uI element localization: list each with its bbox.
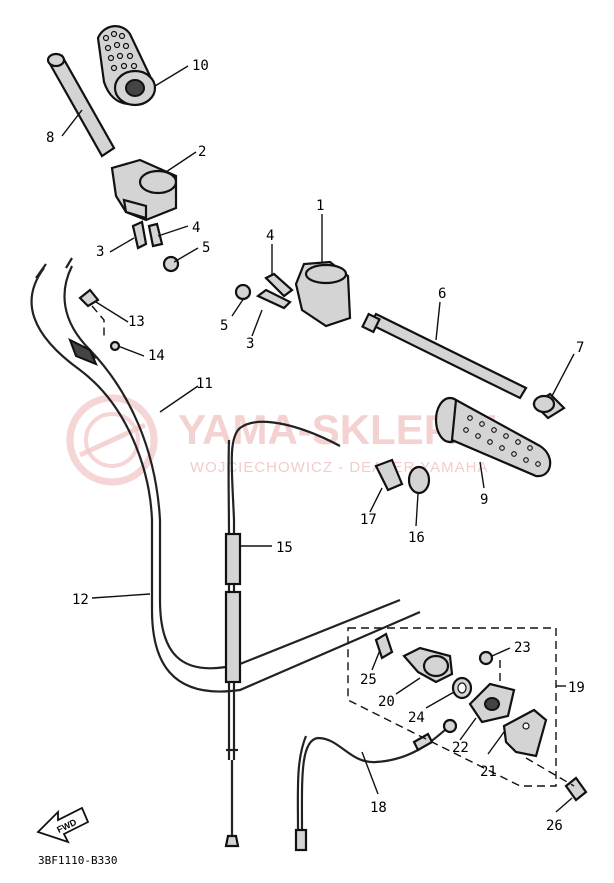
callout-3-left: 3 (96, 244, 104, 260)
washer-left-5[interactable] (162, 255, 180, 273)
callout-3-right: 3 (246, 336, 254, 352)
callout-13: 13 (128, 314, 145, 330)
callout-4-right: 4 (266, 228, 274, 244)
part-code: 3BF1110-B330 (38, 854, 117, 867)
callout-12: 12 (72, 592, 89, 608)
callout-26: 26 (546, 818, 563, 834)
callout-4-left: 4 (192, 220, 200, 236)
cable-fitting-13[interactable] (78, 288, 100, 308)
bolt-26[interactable] (564, 776, 588, 802)
washer-right-5[interactable] (234, 283, 252, 301)
switch-body-22[interactable] (468, 682, 516, 724)
callout-11: 11 (196, 376, 213, 392)
screw-14[interactable] (109, 340, 121, 352)
callout-17: 17 (360, 512, 377, 528)
bolt-25[interactable] (374, 632, 394, 660)
callout-15: 15 (276, 540, 293, 556)
callout-2: 2 (198, 144, 206, 160)
callout-24: 24 (408, 710, 425, 726)
callout-5-left: 5 (202, 240, 210, 256)
callout-23: 23 (514, 640, 531, 656)
leader-lines (61, 65, 575, 813)
left-handlebar-holder[interactable] (110, 158, 178, 222)
adjuster-nut-16[interactable] (407, 465, 431, 495)
callout-25: 25 (360, 672, 377, 688)
bar-end-weight[interactable] (532, 392, 566, 420)
throttle-cable-12[interactable] (30, 257, 421, 693)
bolt-left-4[interactable] (147, 222, 164, 248)
callout-7: 7 (576, 340, 584, 356)
callout-9: 9 (480, 492, 488, 508)
washer-24[interactable] (451, 676, 473, 700)
callout-10: 10 (192, 58, 209, 74)
callout-18: 18 (370, 800, 387, 816)
callout-14: 14 (148, 348, 165, 364)
cable-18[interactable] (294, 718, 458, 852)
assembly-19-outline (347, 627, 557, 787)
bolt-right-3[interactable] (255, 288, 292, 310)
bracket-21[interactable] (502, 708, 548, 758)
callout-6: 6 (438, 286, 446, 302)
handlebar-left-tube[interactable] (46, 52, 116, 158)
callouts: 10 8 2 3 4 5 1 4 5 3 6 7 13 14 11 9 17 1… (46, 58, 585, 834)
handlebar-grip[interactable] (434, 396, 552, 478)
callout-16: 16 (408, 530, 425, 546)
handlebar-right-tube[interactable] (361, 312, 528, 400)
watermark-subtitle: WOJCIECHOWICZ - DEALER YAMAHA (190, 459, 488, 476)
callout-19: 19 (568, 680, 585, 696)
callout-20: 20 (378, 694, 395, 710)
forward-arrow: FWD (36, 806, 90, 844)
watermark-logo (66, 394, 158, 486)
cable-adjuster-17[interactable] (374, 458, 404, 492)
callout-5-right: 5 (220, 318, 228, 334)
clutch-cable-15[interactable] (224, 420, 341, 848)
screw-23[interactable] (478, 650, 494, 666)
lever-holder-20[interactable] (402, 646, 454, 684)
callout-22: 22 (452, 740, 469, 756)
callout-1: 1 (316, 198, 324, 214)
callout-21: 21 (480, 764, 497, 780)
throttle-grip[interactable] (96, 25, 157, 107)
callout-8: 8 (46, 130, 54, 146)
bolt-left-3[interactable] (131, 220, 148, 250)
right-handlebar-holder[interactable] (294, 260, 352, 328)
